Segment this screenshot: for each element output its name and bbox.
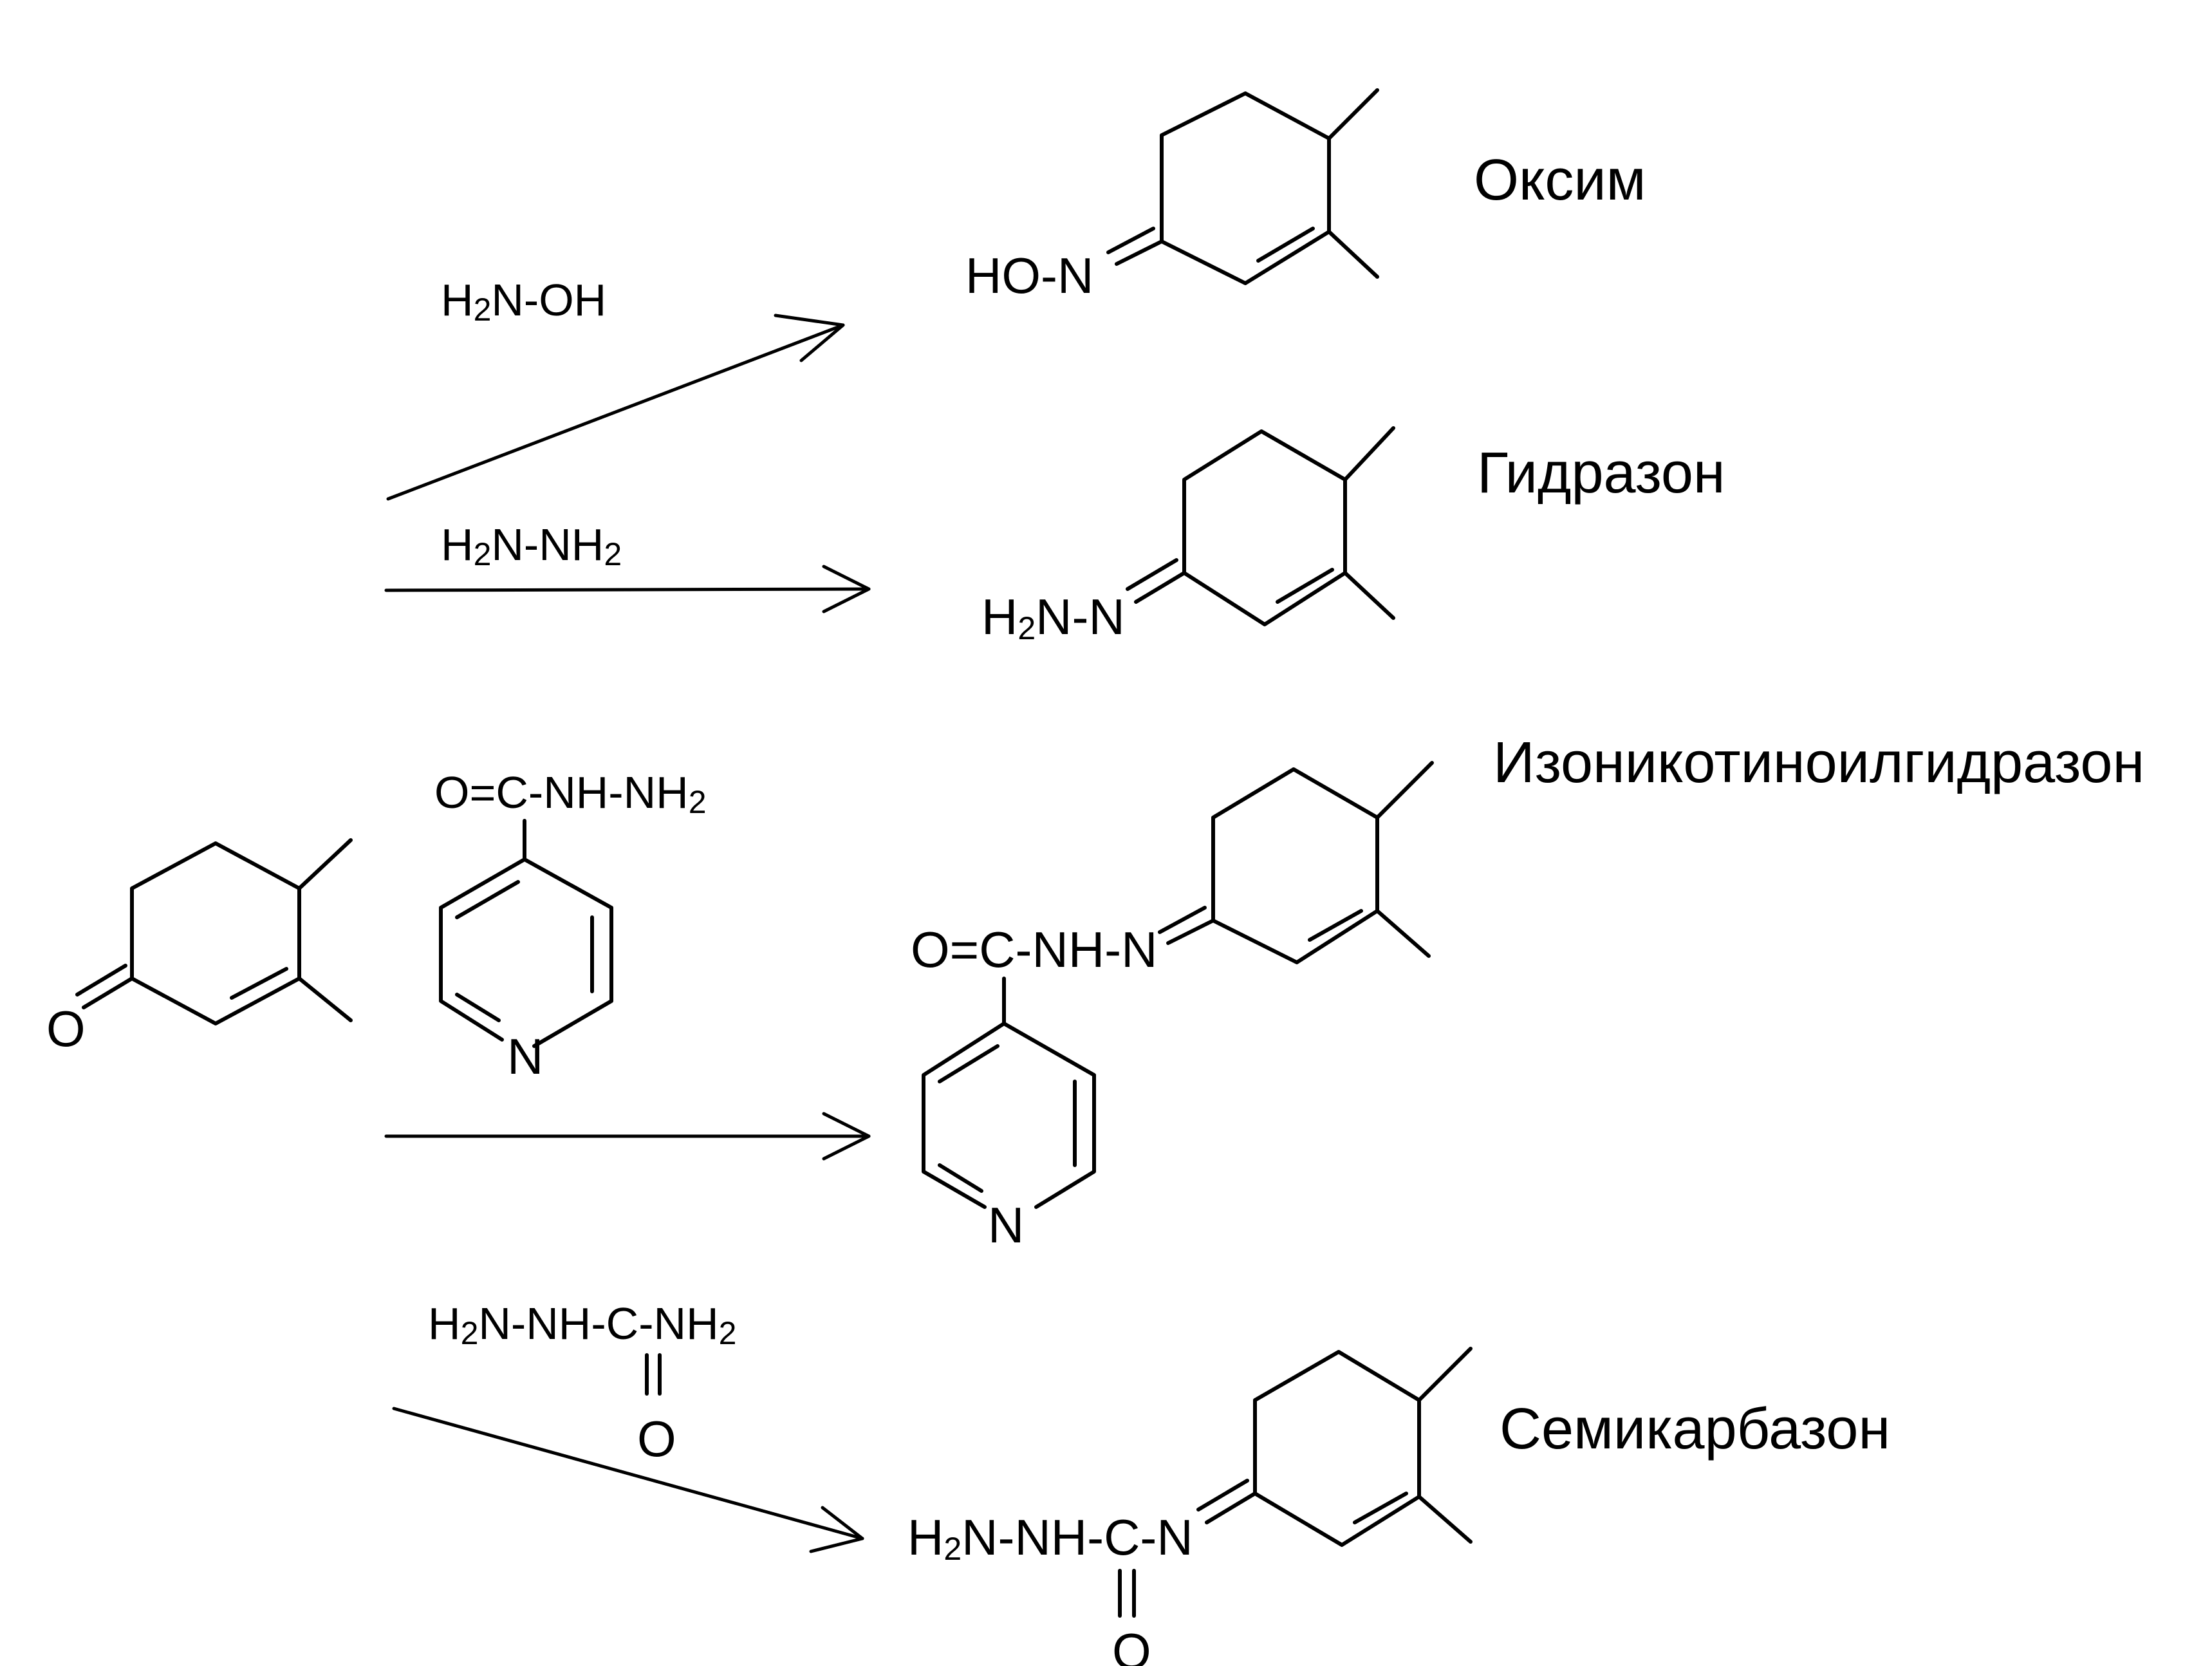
starting-ketone: O [46, 838, 353, 1057]
svg-text:H2N-NH-C-NH2: H2N-NH-C-NH2 [428, 1298, 736, 1351]
ketone-oxygen-label: O [46, 1000, 86, 1057]
product-name-oxime: Оксим [1474, 148, 1646, 212]
arrow-4 [392, 1407, 864, 1553]
product-oxime: HO-N [965, 88, 1379, 304]
semicarbazone-oxygen-label: O [1112, 1623, 1151, 1666]
svg-text:H2N-NH2: H2N-NH2 [441, 519, 622, 572]
carbonyl-oxygen-label: O [637, 1410, 676, 1467]
arrow-2 [384, 565, 871, 613]
svg-text:H2N-NH-C-N: H2N-NH-C-N [907, 1509, 1193, 1567]
product-pyridine-nitrogen: N [988, 1197, 1024, 1253]
product-name-semicarbazone: Семикарбазон [1500, 1397, 1890, 1461]
pyridine-nitrogen-label: N [507, 1028, 543, 1085]
reagent-hydroxylamine: H2N-OH [441, 275, 606, 328]
svg-text:HO-N: HO-N [965, 247, 1093, 304]
arrow-1 [386, 314, 845, 501]
reagent-isoniazid: O=C-NH-NH2 N [434, 767, 707, 1085]
product-name-isonicotinoylhydrazone: Изоникотиноилгидразон [1493, 731, 2144, 795]
product-hydrazone: H2N-N [981, 426, 1395, 646]
reagent-hydrazine: H2N-NH2 [441, 519, 622, 572]
product-semicarbazone: H2N-NH-C-N O [907, 1347, 1473, 1666]
svg-text:H2N-N: H2N-N [981, 588, 1125, 646]
arrow-3 [384, 1112, 871, 1161]
svg-text:O=C-NH-N: O=C-NH-N [911, 921, 1158, 978]
reagent-semicarbazide: H2N-NH-C-NH2 O [428, 1298, 736, 1467]
svg-text:O=C-NH-NH2: O=C-NH-NH2 [434, 767, 707, 820]
product-name-hydrazone: Гидразон [1477, 441, 1725, 505]
product-isonicotinoylhydrazone: O=C-NH-N N [911, 761, 1434, 1253]
svg-text:H2N-OH: H2N-OH [441, 275, 606, 328]
